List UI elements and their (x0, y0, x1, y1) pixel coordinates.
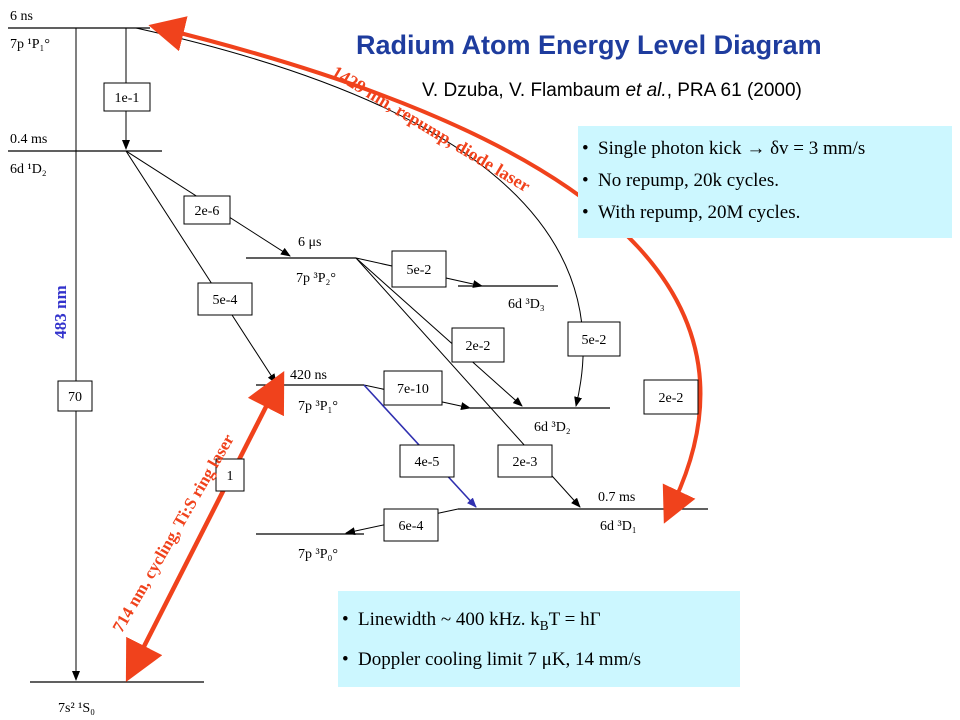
svg-text:70: 70 (68, 390, 82, 405)
label-1p1: 7p ¹P₁° (10, 37, 50, 52)
page-title: Radium Atom Energy Level Diagram (356, 30, 822, 60)
note-no-repump: No repump, 20k cycles. (578, 170, 952, 202)
rate-box-5e-4: 5e-4 (197, 282, 253, 316)
label-3p1: 7p ³P₁° (298, 399, 338, 414)
rate-box-6e-4: 6e-4 (383, 508, 439, 542)
svg-text:2e-6: 2e-6 (195, 204, 220, 219)
lifetime-1d2: 0.4 ms (10, 132, 47, 147)
rate-box-4e-5: 4e-5 (399, 444, 455, 478)
label-1d2: 6d ¹D₂ (10, 162, 47, 177)
label-3d2: 6d ³D₂ (534, 420, 571, 435)
rate-box-2e-6: 2e-6 (183, 195, 231, 225)
svg-text:4e-5: 4e-5 (415, 455, 440, 470)
rate-box-2e-2-b: 2e-2 (643, 379, 699, 415)
cycling-714-arrow (125, 370, 285, 683)
laser-483-label: 483 nm (51, 285, 70, 338)
note-linewidth: Linewidth ~ 400 kHz. kBT = hΓ (338, 609, 740, 649)
rate-box-1: 1 (215, 458, 245, 492)
notes-panel-top: Single photon kick → δv = 3 mm/s No repu… (578, 126, 952, 238)
svg-text:7e-10: 7e-10 (397, 382, 429, 397)
rate-box-7e-10: 7e-10 (383, 370, 443, 406)
lifetime-3d1: 0.7 ms (598, 490, 635, 505)
rate-box-5e-2-a: 5e-2 (391, 250, 447, 288)
rate-box-70: 70 (57, 380, 93, 412)
label-3p2: 7p ³P₂° (296, 271, 336, 286)
note-doppler-limit: Doppler cooling limit 7 μK, 14 mm/s (338, 649, 740, 689)
label-3d1: 6d ³D₁ (600, 519, 637, 534)
rate-box-2e-2-a: 2e-2 (451, 327, 505, 363)
label-ground: 7s² ¹S₀ (58, 701, 95, 716)
svg-text:5e-4: 5e-4 (213, 293, 238, 308)
svg-text:6e-4: 6e-4 (399, 519, 424, 534)
svg-text:5e-2: 5e-2 (407, 263, 432, 278)
svg-text:2e-2: 2e-2 (466, 339, 491, 354)
laser-714-label: 714 nm, cycling, Ti:S ring laser (109, 430, 238, 635)
svg-text:2e-2: 2e-2 (659, 391, 684, 406)
svg-text:2e-3: 2e-3 (513, 455, 538, 470)
lifetime-3p2: 6 μs (298, 235, 321, 250)
decay-1d2-to-3p1 (125, 150, 277, 384)
lifetime-3p1: 420 ns (290, 368, 327, 383)
notes-panel-bottom: Linewidth ~ 400 kHz. kBT = hΓ Doppler co… (338, 591, 740, 687)
svg-text:5e-2: 5e-2 (582, 333, 607, 348)
citation: V. Dzuba, V. Flambaum et al., PRA 61 (20… (422, 80, 802, 101)
rate-box-2e-3: 2e-3 (497, 444, 553, 478)
label-3p0: 7p ³P₀° (298, 547, 338, 562)
label-3d3: 6d ³D₃ (508, 297, 545, 312)
svg-text:1: 1 (227, 469, 234, 484)
svg-text:1e-1: 1e-1 (115, 91, 140, 106)
rate-box-1e-1: 1e-1 (103, 82, 151, 112)
note-photon-kick: Single photon kick → δv = 3 mm/s (578, 138, 952, 170)
rate-box-5e-2-b: 5e-2 (567, 321, 621, 357)
lifetime-1p1: 6 ns (10, 9, 33, 24)
note-with-repump: With repump, 20M cycles. (578, 202, 952, 234)
